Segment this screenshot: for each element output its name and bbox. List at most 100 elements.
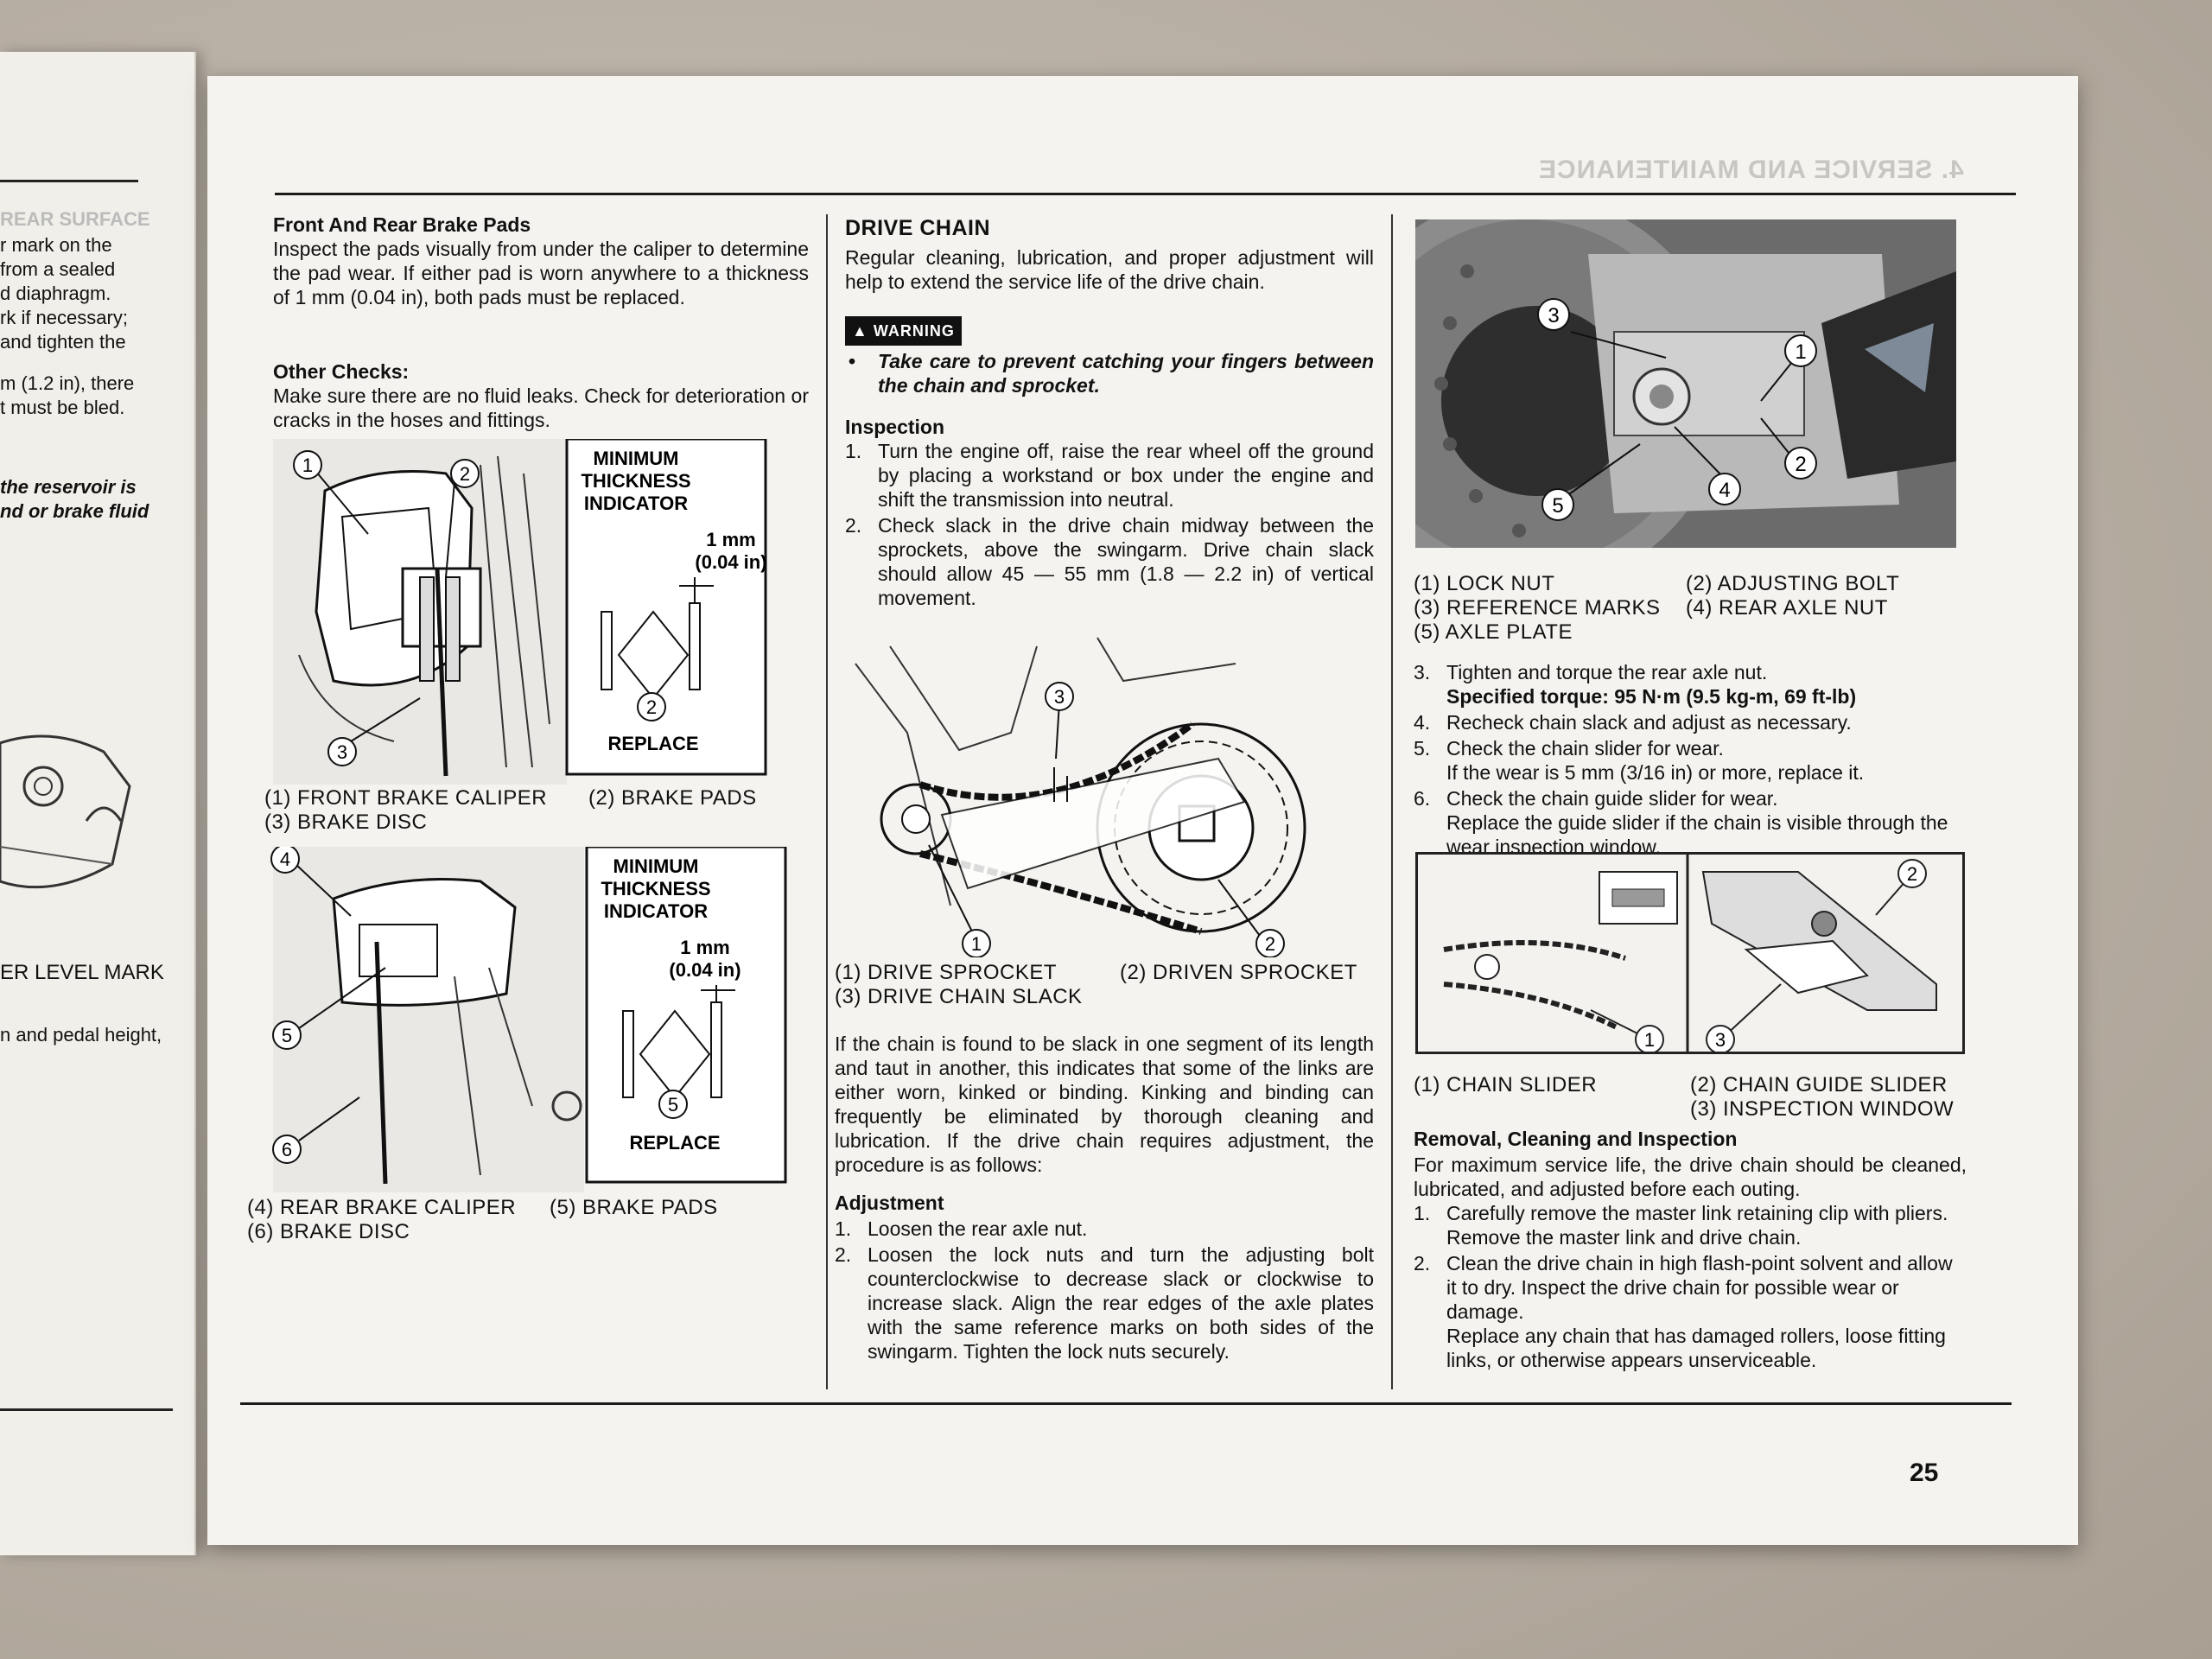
warning-badge: ▲ WARNING [845, 316, 962, 346]
chain-fig-callout: 2 [1265, 933, 1275, 955]
fig2-callout: 6 [282, 1139, 292, 1160]
axle-adjuster-photo: 1 2 3 4 5 [1415, 219, 1956, 548]
list-item: 2.Clean the drive chain in high flash-po… [1414, 1252, 1953, 1371]
top-rule [275, 193, 2016, 195]
column-divider [826, 214, 828, 1389]
photo-legend-item: (3) REFERENCE MARKS [1414, 596, 1661, 620]
fig2-replace-label: REPLACE [629, 1132, 720, 1154]
facing-text-line: from a sealed [0, 258, 116, 280]
manual-page: 4. SERVICE AND MAINTENANCE Front And Rea… [207, 76, 2078, 1545]
fig2-callout: 5 [282, 1025, 292, 1046]
photo-legend-item: (5) AXLE PLATE [1414, 620, 1573, 644]
chain-fig-callout: 3 [1054, 686, 1065, 708]
photo-callout: 5 [1552, 494, 1563, 518]
slider-illustration: 1 2 3 [1418, 855, 1962, 1052]
fig1-measure: 1 mm [706, 529, 755, 550]
fig1-callout: 2 [646, 696, 657, 718]
other-checks-heading: Other Checks: [273, 360, 410, 383]
fig2-callout: 4 [280, 849, 290, 870]
photo-callout: 3 [1548, 304, 1559, 327]
chain-slider-diagram: 1 2 3 [1415, 852, 1965, 1054]
inspection-steps: 1.Turn the engine off, raise the rear wh… [845, 439, 1374, 612]
inspection-heading: Inspection [845, 416, 945, 438]
slack-text: If the chain is found to be slack in one… [835, 1033, 1374, 1176]
fig2-legend-item: (5) BRAKE PADS [550, 1196, 718, 1219]
facing-page-bottom-rule [0, 1408, 173, 1411]
bottom-rule [240, 1402, 2012, 1405]
fig1-callout: 2 [460, 463, 470, 485]
fig2-callout: 5 [668, 1094, 678, 1116]
slider-callout: 3 [1715, 1029, 1726, 1051]
facing-page-top-rule [0, 180, 138, 182]
page-number: 25 [1910, 1459, 1939, 1487]
photo-legend-item: (4) REAR AXLE NUT [1686, 596, 1888, 620]
photo-illustration: 1 2 3 4 5 [1415, 219, 1956, 548]
drive-chain-intro: Regular cleaning, lubrication, and prope… [845, 246, 1374, 293]
list-item: 1.Turn the engine off, raise the rear wh… [845, 440, 1374, 511]
facing-text-line: and tighten the [0, 331, 126, 353]
slider-legend-item: (3) INSPECTION WINDOW [1690, 1097, 1955, 1121]
list-item: 1.Loosen the rear axle nut. [835, 1217, 1088, 1240]
fig2-box-title: INDICATOR [604, 900, 708, 922]
fig2-legend-item: (4) REAR BRAKE CALIPER [247, 1196, 517, 1219]
slider-legend: (1) CHAIN SLIDER (2) CHAIN GUIDE SLIDER (… [1414, 1073, 1984, 1122]
list-item: 2.Loosen the lock nuts and turn the adju… [835, 1243, 1374, 1363]
facing-italic-line: nd or brake fluid [0, 500, 149, 522]
section-header-bleedthrough: 4. SERVICE AND MAINTENANCE [1538, 156, 1964, 184]
photo-legend-item: (2) ADJUSTING BOLT [1686, 572, 1900, 595]
front-brake-caliper-diagram: 1 2 3 MINIMUM THICKNESS INDICATOR 1 mm (… [273, 439, 767, 785]
rear-brake-caliper-diagram: 4 5 6 MINIMUM THICKNESS INDICATOR 1 mm (… [270, 847, 787, 1192]
fig1-replace-label: REPLACE [607, 733, 698, 754]
photo-callout: 4 [1719, 479, 1730, 502]
list-item: 4.Recheck chain slack and adjust as nece… [1414, 711, 1852, 734]
column-divider [1391, 214, 1393, 1389]
fig2-measure: (0.04 in) [669, 959, 741, 981]
fig2-legend-item: (6) BRAKE DISC [247, 1220, 410, 1243]
list-item: 1.Carefully remove the master link retai… [1414, 1202, 1948, 1249]
photo-callout: 1 [1795, 340, 1806, 364]
fig2-box-title: MINIMUM [613, 855, 699, 877]
slider-callout: 2 [1907, 863, 1917, 885]
facing-reservoir-diagram [0, 734, 131, 889]
facing-italic-line: the reservoir is [0, 476, 137, 498]
removal-steps: 1.Carefully remove the master link retai… [1414, 1201, 1967, 1374]
fig2-measure: 1 mm [680, 937, 729, 958]
chain-fig-legend-item: (3) DRIVE CHAIN SLACK [835, 985, 1083, 1008]
removal-intro: For maximum service life, the drive chai… [1414, 1154, 1967, 1200]
fig1-measure: (0.04 in) [695, 551, 766, 573]
fig1-callout: 1 [302, 454, 313, 476]
adjustment-steps-continued: 3.Tighten and torque the rear axle nut.S… [1414, 660, 1967, 861]
fig1-legend: (1) FRONT BRAKE CALIPER(2) BRAKE PADS (3… [264, 786, 817, 835]
slider-legend-item: (2) CHAIN GUIDE SLIDER [1690, 1073, 1948, 1096]
photo-legend-item: (1) LOCK NUT [1414, 572, 1555, 595]
fig2-box-title: THICKNESS [601, 878, 710, 899]
adjustment-steps: 1.Loosen the rear axle nut. 2.Loosen the… [835, 1217, 1374, 1365]
slider-legend-item: (1) CHAIN SLIDER [1414, 1073, 1598, 1096]
fig1-callout: 3 [337, 741, 347, 763]
fig2-legend: (4) REAR BRAKE CALIPER (5) BRAKE PADS (6)… [247, 1196, 817, 1244]
facing-text-line: m (1.2 in), there [0, 372, 135, 394]
fig1-box-title: THICKNESS [581, 470, 690, 492]
removal-heading: Removal, Cleaning and Inspection [1414, 1128, 1738, 1150]
drive-chain-diagram: 1 2 3 [838, 629, 1382, 957]
facing-text-line: d diaphragm. [0, 283, 111, 304]
facing-text-line: t must be bled. [0, 397, 125, 418]
fig1-legend-item: (3) BRAKE DISC [264, 810, 428, 834]
chain-fig-legend-item: (2) DRIVEN SPROCKET [1120, 961, 1357, 984]
chain-fig-legend: (1) DRIVE SPROCKET(2) DRIVEN SPROCKET (3… [835, 961, 1388, 1009]
facing-label-mark: ER LEVEL MARK [0, 961, 164, 984]
facing-page-header: REAR SURFACE [0, 208, 150, 230]
slider-callout: 1 [1644, 1029, 1655, 1051]
chain-fig-callout: 1 [971, 933, 982, 955]
facing-page: REAR SURFACE r mark on the from a sealed… [0, 52, 196, 1555]
warning-text: •Take care to prevent catching your fing… [849, 350, 1374, 397]
fig1-box-title: INDICATOR [584, 493, 688, 514]
facing-text-line: n and pedal height, [0, 1024, 162, 1046]
other-checks-text: Make sure there are no fluid leaks. Chec… [273, 385, 809, 431]
brake-pads-text: Inspect the pads visually from under the… [273, 238, 809, 308]
list-item: 2.Check slack in the drive chain midway … [845, 514, 1374, 609]
fig1-legend-item: (2) BRAKE PADS [588, 786, 757, 810]
list-item: 3.Tighten and torque the rear axle nut.S… [1414, 661, 1857, 708]
brake-pads-heading: Front And Rear Brake Pads [273, 213, 531, 236]
photo-callout: 2 [1795, 453, 1806, 476]
